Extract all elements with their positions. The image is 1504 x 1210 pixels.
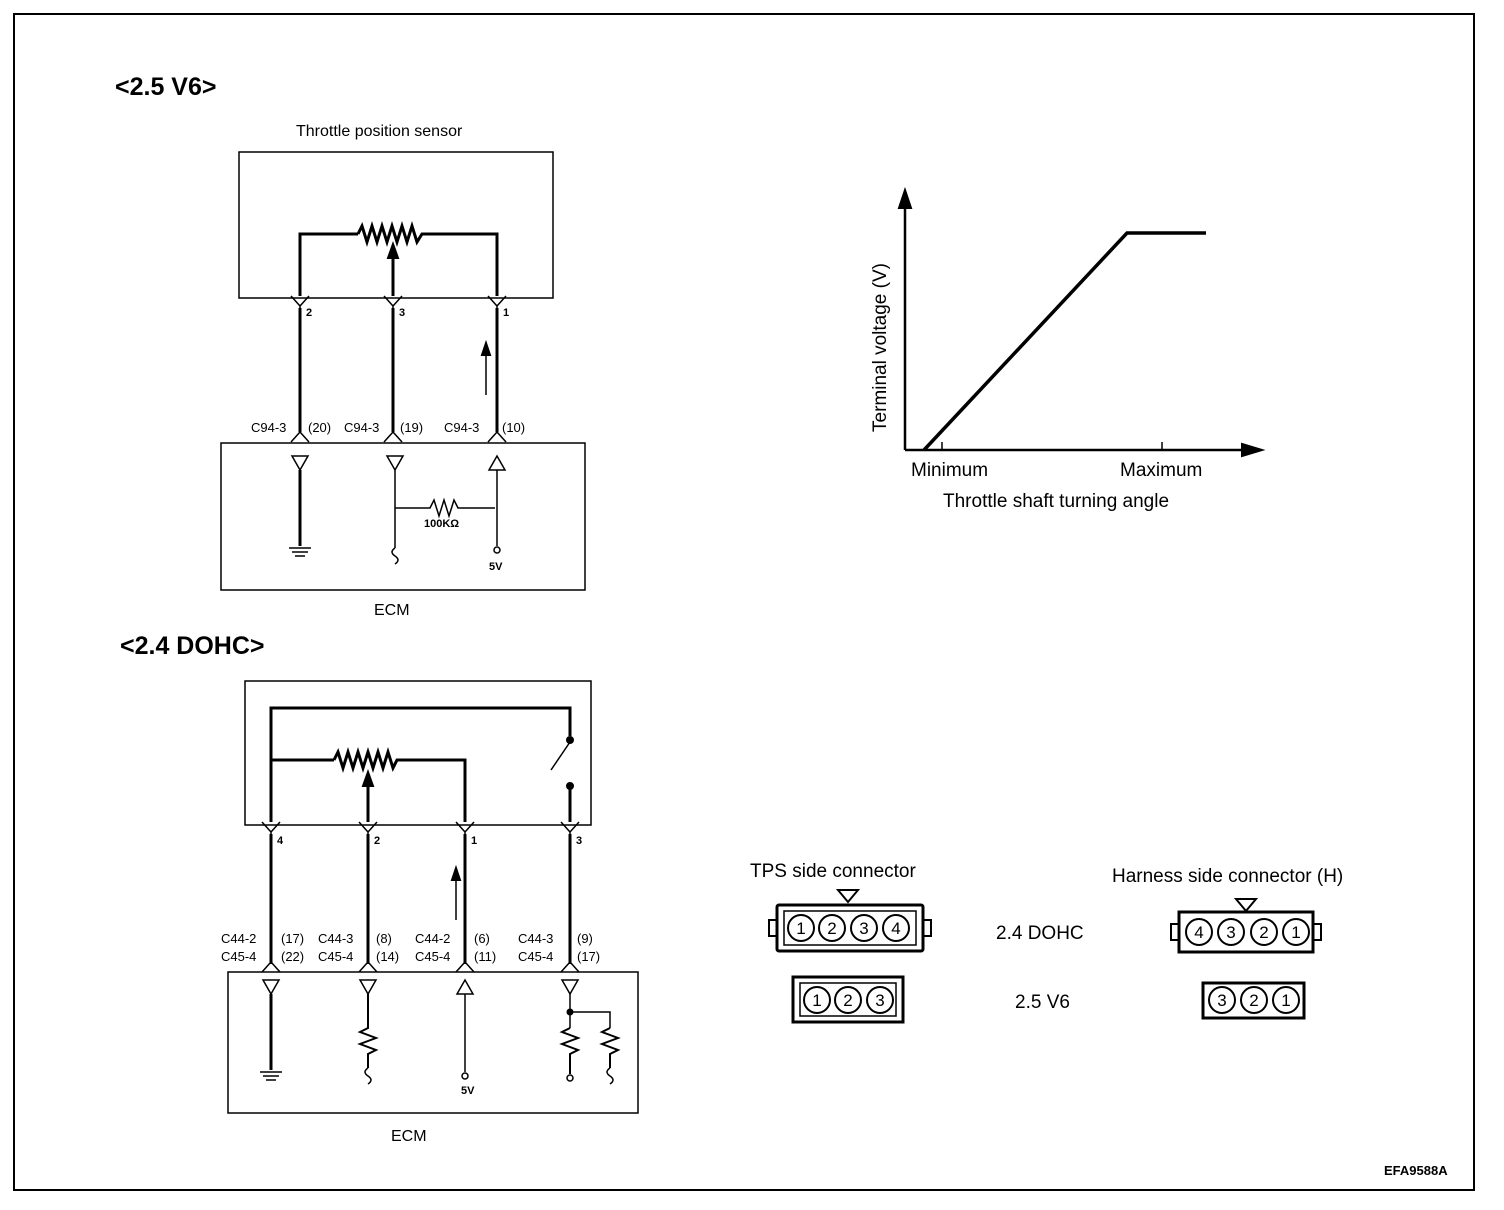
page-frame [13,13,1475,1191]
pin-number: 3 [1226,923,1235,942]
dohc-pin-label: 3 [576,835,582,847]
dohc-ecm-terminal: (14) [376,949,399,964]
v6-pin-label: 1 [503,307,509,319]
v6-ecm-connector: C94-3 [444,420,479,435]
dohc-ecm-terminal: (17) [577,949,600,964]
dohc-heading: <2.4 DOHC> [120,632,265,660]
v6-ecm-connector: C94-3 [344,420,379,435]
dohc-ecm-connector: C45-4 [318,949,353,964]
dohc-pin-label: 2 [374,835,380,847]
harness-connector-v6 [1201,981,1306,1020]
harness-connector-title: Harness side connector (H) [1112,866,1343,887]
v6-ecm-terminal: (10) [502,420,525,435]
pin-number: 2 [1259,923,1268,942]
voltage-curve [922,231,1206,452]
v6-pin-label: 3 [399,307,405,319]
dohc-ecm-terminal: (17) [281,931,304,946]
pin-number: 3 [875,991,884,1010]
pin-number: 1 [1281,991,1290,1010]
pin-number: 4 [891,919,900,938]
graph-xmax-label: Maximum [1120,460,1202,481]
v6-pullup-resistor [395,497,495,519]
row-label-dohc: 2.4 DOHC [996,923,1084,944]
dohc-potentiometer [332,746,467,822]
graph-xlabel: Throttle shaft turning angle [943,491,1169,512]
dohc-ecm-connector: C44-3 [518,931,553,946]
tps-connector-v6 [791,975,905,1024]
dohc-ecm-label: ECM [391,1128,427,1145]
v6-pin-label: 2 [306,307,312,319]
pin-number: 1 [1291,923,1300,942]
pin-number: 1 [796,919,805,938]
pin-number: 4 [1194,923,1203,942]
pin-number: 3 [1217,991,1226,1010]
v6-ecm-terminal: (19) [400,420,423,435]
dohc-ecm-connector: C45-4 [415,949,450,964]
dohc-ecm-terminal: (8) [376,931,392,946]
dohc-ecm-connector: C45-4 [518,949,553,964]
dohc-ecm-box [227,971,639,1114]
idle-switch [550,741,571,771]
row-label-v6: 2.5 V6 [1015,992,1070,1013]
pin-number: 2 [827,919,836,938]
v6-ecm-terminal: (20) [308,420,331,435]
v6-potentiometer [356,220,499,296]
dohc-pin-label: 1 [471,835,477,847]
dohc-supply-label: 5V [461,1085,475,1097]
v6-supply-label: 5V [489,561,503,573]
dohc-ecm-connector: C44-3 [318,931,353,946]
pin-number: 1 [812,991,821,1010]
dohc-ecm-terminal: (6) [474,931,490,946]
pin-number: 2 [1249,991,1258,1010]
graph-xmin-label: Minimum [911,460,988,481]
dohc-pin-label: 4 [277,835,284,847]
v6-ecm-connector: C94-3 [251,420,286,435]
v6-heading: <2.5 V6> [115,73,216,101]
v6-ecm-box [220,442,586,591]
dohc-ecm-terminal: (22) [281,949,304,964]
dohc-ecm-connector: C44-2 [221,931,256,946]
dohc-ecm-connector: C44-2 [415,931,450,946]
tps-connector-title: TPS side connector [750,861,916,882]
resistor-value: 100KΩ [424,518,459,530]
dohc-ecm-terminal: (11) [474,949,496,964]
pin-number: 3 [859,919,868,938]
sensor-title: Throttle position sensor [296,123,463,140]
dohc-ecm-terminal: (9) [577,931,593,946]
v6-sensor-box [238,151,554,299]
dohc-ecm-connector: C45-4 [221,949,256,964]
graph-ylabel: Terminal voltage (V) [870,263,891,432]
pin-number: 2 [843,991,852,1010]
v6-ecm-label: ECM [374,602,410,619]
dohc-sensor-box [244,680,592,826]
figure-code: EFA9588A [1384,1163,1448,1178]
